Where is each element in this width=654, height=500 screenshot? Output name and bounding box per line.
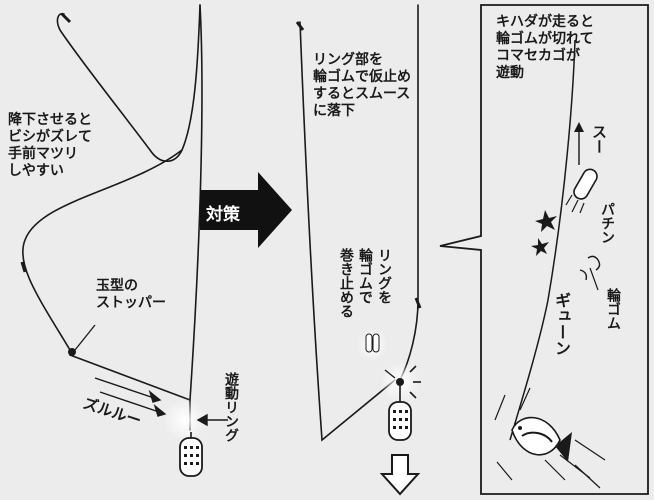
tangled-line xyxy=(21,149,183,351)
ball-stopper xyxy=(68,348,76,356)
su-label: スー xyxy=(590,124,608,154)
left-sinker-basket xyxy=(179,432,203,477)
ball-stopper-label: 玉型の ストッパー xyxy=(96,278,166,311)
ring-glow xyxy=(163,398,207,442)
middle-leader xyxy=(299,21,396,442)
left-swivels xyxy=(20,12,72,273)
gyuun-label: ギューン xyxy=(552,292,571,356)
middle-sinker-basket xyxy=(388,386,412,441)
snapped-band xyxy=(579,255,601,281)
rubber-band-icon xyxy=(356,329,388,361)
main-line-left xyxy=(56,4,201,163)
slide-arrows xyxy=(94,377,167,417)
pachin-label: パチン xyxy=(599,202,615,244)
ring-pointer xyxy=(384,369,396,379)
kihada-note: キハダが走ると 輪ゴムが切れて コマセカゴが 遊動 xyxy=(496,14,594,81)
middle-ring xyxy=(396,378,404,386)
up-arrow xyxy=(574,122,584,165)
sliding-ring-label: 遊動リング xyxy=(223,372,239,442)
drop-arrow xyxy=(379,454,421,496)
middle-swivels xyxy=(295,21,422,309)
basket-speed-lines xyxy=(565,194,585,214)
wagomu-label: 輪ゴム xyxy=(605,288,621,330)
left-rig xyxy=(21,4,203,431)
right-rig xyxy=(509,39,576,441)
taisaku-label: 対策 xyxy=(206,205,240,225)
ring-wo-label: リングを xyxy=(376,248,392,304)
descend-note: 降下させると ビシがズレて 手前マツリ しやすい xyxy=(8,112,92,179)
ring-sparks xyxy=(409,365,421,399)
sliding-ring-pointer xyxy=(196,413,228,427)
taisaku-arrow xyxy=(200,172,292,248)
band-pointer xyxy=(589,267,599,291)
fish-speed-lines xyxy=(494,387,606,489)
makitome-label: 巻き止める xyxy=(338,248,354,318)
fix-tip-note: リング部を 輪ゴムで仮止め するとスムース に落下 xyxy=(313,52,411,119)
wagomu-de-label: 輪ゴムで xyxy=(357,248,373,304)
leader-line xyxy=(69,354,191,401)
burst-marks xyxy=(531,210,557,256)
flying-basket xyxy=(573,168,598,200)
tuna-fish xyxy=(511,416,572,462)
stopper-pointer xyxy=(74,324,96,351)
